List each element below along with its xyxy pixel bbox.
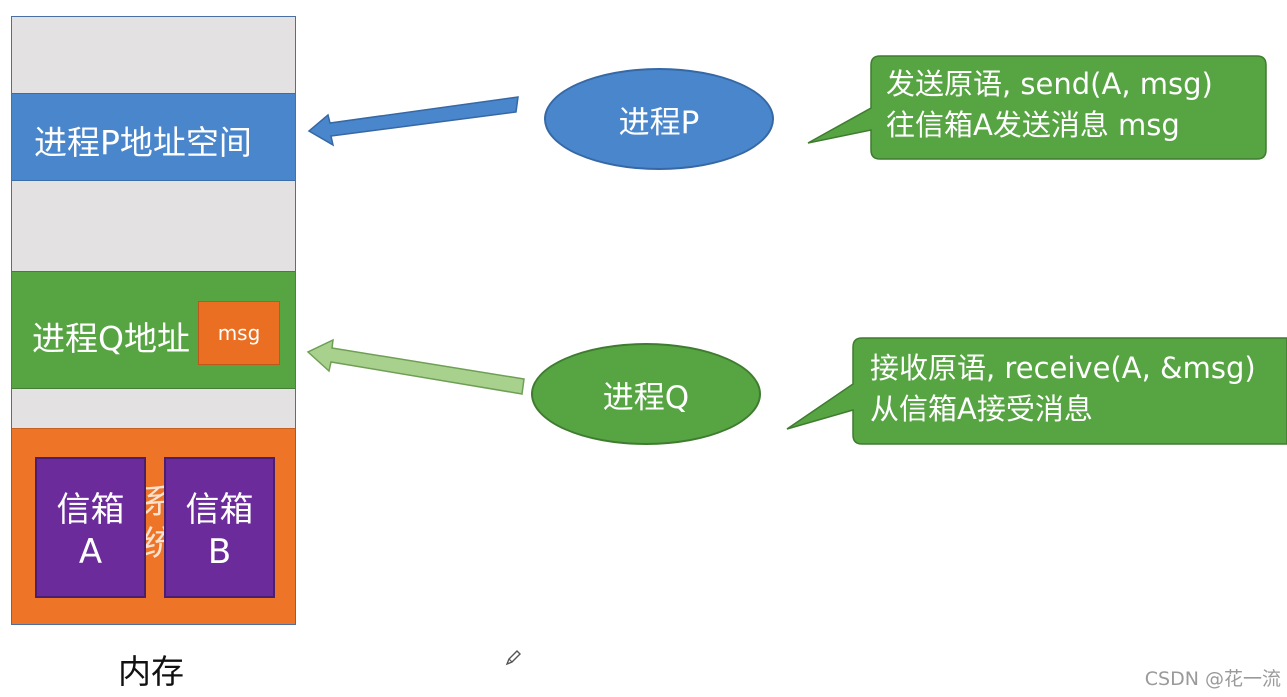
callout-q-bubble [786, 337, 1287, 445]
mailbox-a-letter: A [78, 532, 103, 572]
callout-q-line1: 接收原语, receive(A, &msg) [870, 351, 1256, 385]
process-q-address-space: 进程Q地址 msg [12, 271, 295, 389]
memory-caption: 内存 [118, 652, 184, 691]
watermark: CSDN @花一流 [1144, 668, 1281, 690]
process-p-node: 进程P [544, 68, 774, 170]
process-p-address-label: 进程P地址空间 [34, 123, 252, 162]
process-p-address-space: 进程P地址空间 [12, 93, 295, 181]
mailbox-a-title: 信箱 [56, 490, 125, 530]
process-q-node: 进程Q [531, 343, 761, 445]
callout-q-text: 接收原语, receive(A, &msg) 从信箱A接受消息 [870, 348, 1287, 430]
callout-p-bubble [807, 55, 1267, 160]
mailbox-b: 信箱 B [164, 457, 275, 598]
memory-column: 进程P地址空间 进程Q地址 msg 系统 信箱 A 信箱 B [11, 16, 296, 625]
callout-p-text: 发送原语, send(A, msg) 往信箱A发送消息 msg [886, 64, 1213, 146]
callout-p-line1: 发送原语, send(A, msg) [886, 67, 1213, 101]
arrow-q-to-memory [306, 338, 525, 395]
callout-p-line2: 往信箱A发送消息 msg [886, 108, 1180, 142]
msg-box: msg [198, 301, 280, 365]
pen-cursor-icon [505, 650, 521, 666]
callout-q-line2: 从信箱A接受消息 [870, 392, 1093, 426]
system-address-space: 系统 信箱 A 信箱 B [12, 428, 295, 624]
mailbox-a: 信箱 A [35, 457, 146, 598]
process-q-address-label: 进程Q地址 [32, 319, 190, 358]
mailbox-b-title: 信箱 [185, 490, 254, 530]
mailbox-b-letter: B [207, 532, 232, 572]
arrow-p-to-memory [307, 96, 519, 147]
